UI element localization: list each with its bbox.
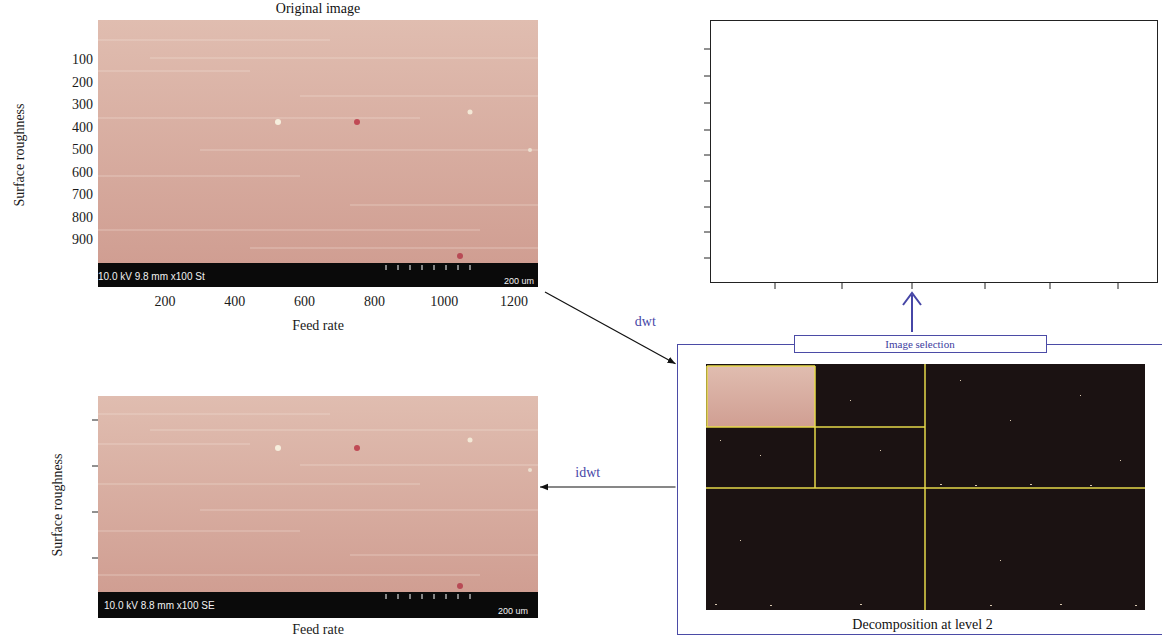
selection-label: Image selection — [795, 336, 1046, 352]
sem-image — [92, 396, 538, 618]
edge-label: dwt — [633, 314, 658, 330]
axis-tick-label: 300 — [72, 97, 93, 113]
image-panel: Original image10.0 kV 9.8 mm x100 St200 … — [92, 20, 544, 287]
flow-arrow — [540, 486, 676, 487]
empty-plot — [704, 21, 1158, 290]
decomposition-panel: Decomposition at level 2Image selection — [677, 344, 1162, 635]
axis-tick-label: 100 — [72, 52, 93, 68]
sem-info: 10.0 kV 9.8 mm x100 St — [98, 271, 205, 282]
axis-tick-label: 600 — [294, 294, 315, 310]
sem-image — [98, 20, 538, 287]
panel-title: Original image — [92, 1, 544, 17]
selection-box: Image selection — [794, 335, 1047, 353]
axis-title: Surface roughness — [12, 103, 28, 206]
axis-tick-label: 1200 — [500, 294, 528, 310]
panel-caption: Decomposition at level 2 — [678, 617, 1162, 633]
axis-tick-label: 400 — [72, 120, 93, 136]
axis-tick-label: 200 — [72, 75, 93, 91]
selection-arrow — [903, 293, 921, 332]
axis-tick-label: 700 — [72, 187, 93, 203]
scale-bar-label: 200 um — [498, 606, 528, 616]
sem-info: 10.0 kV 8.8 mm x100 SE — [104, 600, 215, 611]
axis-title: Feed rate — [292, 318, 344, 334]
axis-title: Feed rate — [292, 622, 344, 638]
image-panel: 10.0 kV 8.8 mm x100 SE 200 um — [98, 396, 538, 618]
axis-tick-label: 900 — [72, 232, 93, 248]
axis-tick-label: 500 — [72, 142, 93, 158]
decomposition-image — [706, 364, 1145, 610]
edge-label: idwt — [573, 465, 602, 481]
axis-tick-label: 400 — [224, 294, 245, 310]
flow-arrow — [545, 292, 676, 364]
axis-title: Surface roughness — [50, 453, 66, 556]
axis-tick-label: 600 — [72, 165, 93, 181]
axis-tick-label: 800 — [72, 210, 93, 226]
axis-tick-label: 800 — [364, 294, 385, 310]
axis-tick-label: 200 — [155, 294, 176, 310]
axis-tick-label: 1000 — [430, 294, 458, 310]
scale-bar-label: 200 um — [504, 276, 534, 286]
